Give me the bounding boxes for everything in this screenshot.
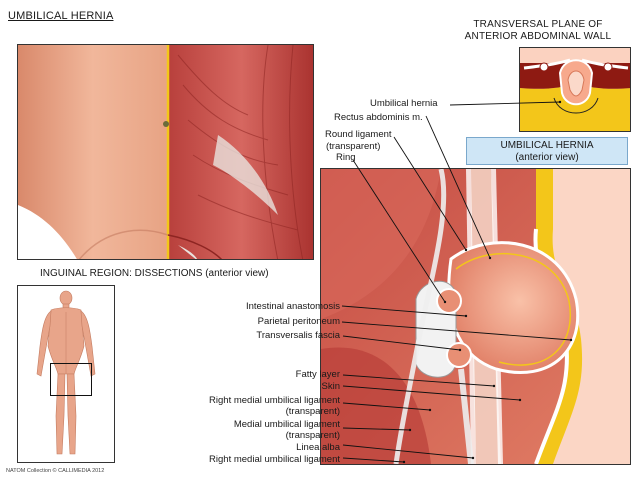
torso-illustration bbox=[18, 45, 313, 259]
label-intestinal-anastomosis: Intestinal anastomosis bbox=[246, 301, 340, 312]
transversal-plane-title-line1: TRANSVERSAL PLANE OF bbox=[473, 19, 603, 30]
skin-surface bbox=[18, 45, 168, 259]
transversal-plane-title-line2: ANTERIOR ABDOMINAL WALL bbox=[464, 31, 612, 42]
skin-region bbox=[552, 169, 630, 464]
transversal-plane-illustration bbox=[520, 48, 630, 131]
label-skin: Skin bbox=[321, 381, 340, 392]
label-parietal-peritoneum: Parietal peritoneum bbox=[257, 316, 340, 327]
label-transversalis-fascia: Transversalis fascia bbox=[256, 330, 340, 341]
inguinal-region-title: INGUINAL REGION: DISSECTIONS (anterior v… bbox=[40, 268, 269, 279]
label-right-medial-umbilical-ligament-transparent-line1: Right medial umbilical ligament bbox=[209, 395, 340, 406]
umbilical-hernia-anterior-view bbox=[320, 168, 631, 465]
label-rectus-abdominis: Rectus abdominis m. bbox=[334, 112, 423, 123]
torso-dissection-view bbox=[17, 44, 314, 260]
label-linea-alba: Linea alba bbox=[296, 442, 340, 453]
label-umbilical-hernia: Umbilical hernia bbox=[370, 98, 438, 109]
label-right-medial-umbilical-ligament: Right medial umbilical ligament bbox=[209, 454, 340, 465]
label-medial-umbilical-ligament-line1: Medial umbilical ligament bbox=[233, 419, 340, 430]
label-medial-umbilical-ligament-line2: (transparent) bbox=[285, 430, 340, 441]
panel-title-line1: UMBILICAL HERNIA bbox=[500, 140, 594, 151]
aponeurosis bbox=[213, 135, 278, 215]
umbilicus bbox=[163, 121, 169, 127]
copyright-text: NATOM Collection © CALLIMEDIA 2012 bbox=[6, 468, 105, 474]
transversal-plane-inset bbox=[519, 47, 631, 132]
transversal-plane-title: TRANSVERSAL PLANE OF ANTERIOR ABDOMINAL … bbox=[440, 19, 636, 43]
label-fatty-layer: Fatty layer bbox=[295, 369, 340, 380]
hernia-cross-section-illustration bbox=[321, 169, 630, 464]
full-body-figure bbox=[36, 290, 96, 455]
main-title: UMBILICAL HERNIA bbox=[8, 10, 114, 22]
label-round-ligament-line2: (transparent) bbox=[326, 141, 381, 152]
label-round-ligament-line1: Round ligament bbox=[325, 129, 392, 140]
panel-title-line2: (anterior view) bbox=[515, 152, 579, 163]
abdominal-muscles bbox=[168, 45, 313, 259]
label-ring: Ring bbox=[336, 152, 356, 163]
inset-fat-layer bbox=[520, 84, 630, 131]
label-right-medial-umbilical-ligament-transparent-line2: (transparent) bbox=[285, 406, 340, 417]
full-body-figure-box bbox=[17, 285, 115, 463]
umbilical-hernia-panel-title: UMBILICAL HERNIA (anterior view) bbox=[466, 137, 628, 165]
inguinal-region-marker bbox=[50, 363, 92, 396]
